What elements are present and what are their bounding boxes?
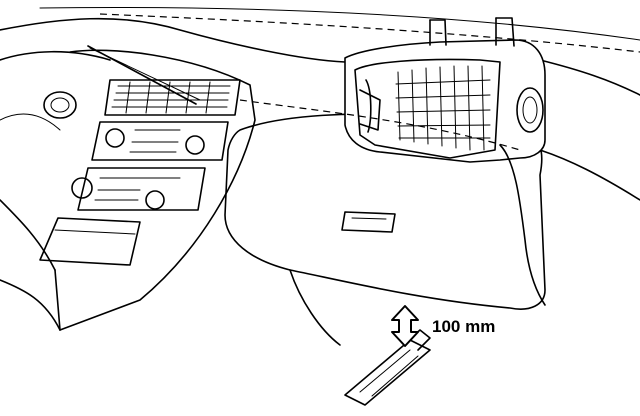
duct-grille: [395, 65, 491, 151]
temperature-sensor: [344, 329, 431, 406]
center-console: [0, 45, 256, 331]
left-round-vent: [43, 91, 77, 119]
dashboard: [0, 6, 640, 201]
double-arrow-icon: [391, 305, 419, 347]
vent-grille: [111, 81, 231, 114]
air-vent-duct: [239, 17, 546, 306]
distance-label: 100 mm: [432, 317, 495, 336]
